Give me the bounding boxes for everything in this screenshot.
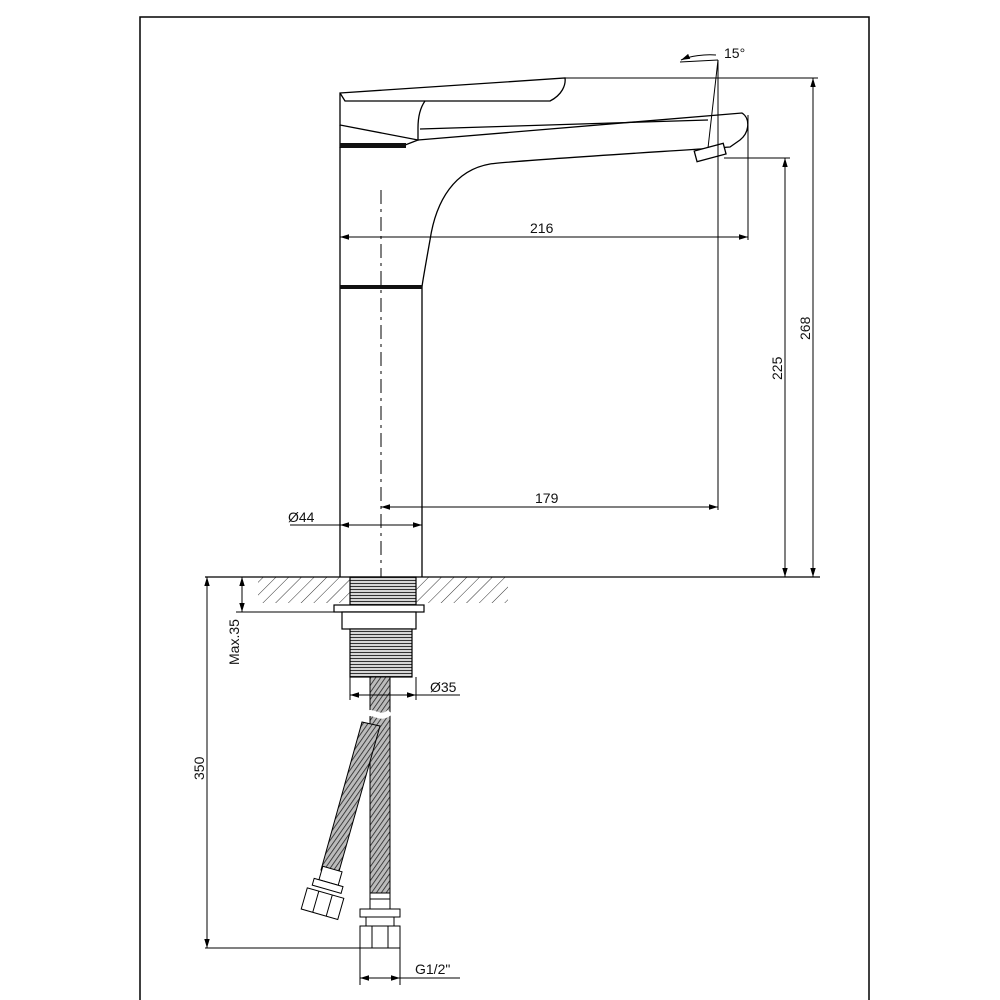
dim-angle-label: 15° — [724, 45, 745, 61]
flexible-hoses — [300, 676, 401, 949]
dim-hose-length-label: 350 — [191, 756, 207, 780]
washer — [333, 604, 425, 613]
countertop — [205, 576, 820, 603]
dim-total-height-label: 268 — [797, 316, 813, 340]
mounting-shank — [333, 576, 425, 678]
dimension-lines — [204, 53, 816, 985]
hose-nut-straight — [359, 925, 401, 949]
lock-nut — [341, 611, 417, 630]
faucet-body — [339, 77, 818, 577]
handle-base-band — [340, 143, 406, 148]
column-band — [340, 285, 422, 289]
spout — [417, 112, 749, 288]
dim-column-diameter-label: Ø44 — [288, 509, 315, 525]
dim-spout-reach-label: 216 — [530, 220, 554, 236]
dim-shank-diameter-label: Ø35 — [430, 679, 457, 695]
aerator — [693, 142, 727, 163]
dim-spout-height-label: 225 — [769, 356, 785, 380]
dim-thread-label: G1/2" — [415, 961, 450, 977]
hose-straight — [369, 676, 391, 896]
drawing-frame — [139, 16, 870, 1000]
dim-spout-center-label: 179 — [535, 490, 559, 506]
dim-max-thickness-label: Max.35 — [226, 619, 242, 665]
hose-nut-angled — [300, 887, 345, 921]
